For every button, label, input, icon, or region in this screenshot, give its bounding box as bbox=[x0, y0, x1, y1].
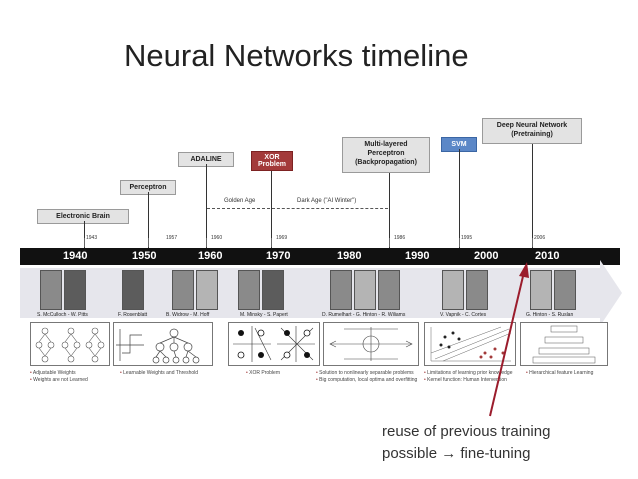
caption-line1: reuse of previous training bbox=[382, 421, 550, 443]
annotation-caption: reuse of previous training possible → fi… bbox=[382, 421, 550, 465]
caption-line2: possible → fine-tuning bbox=[382, 443, 550, 465]
